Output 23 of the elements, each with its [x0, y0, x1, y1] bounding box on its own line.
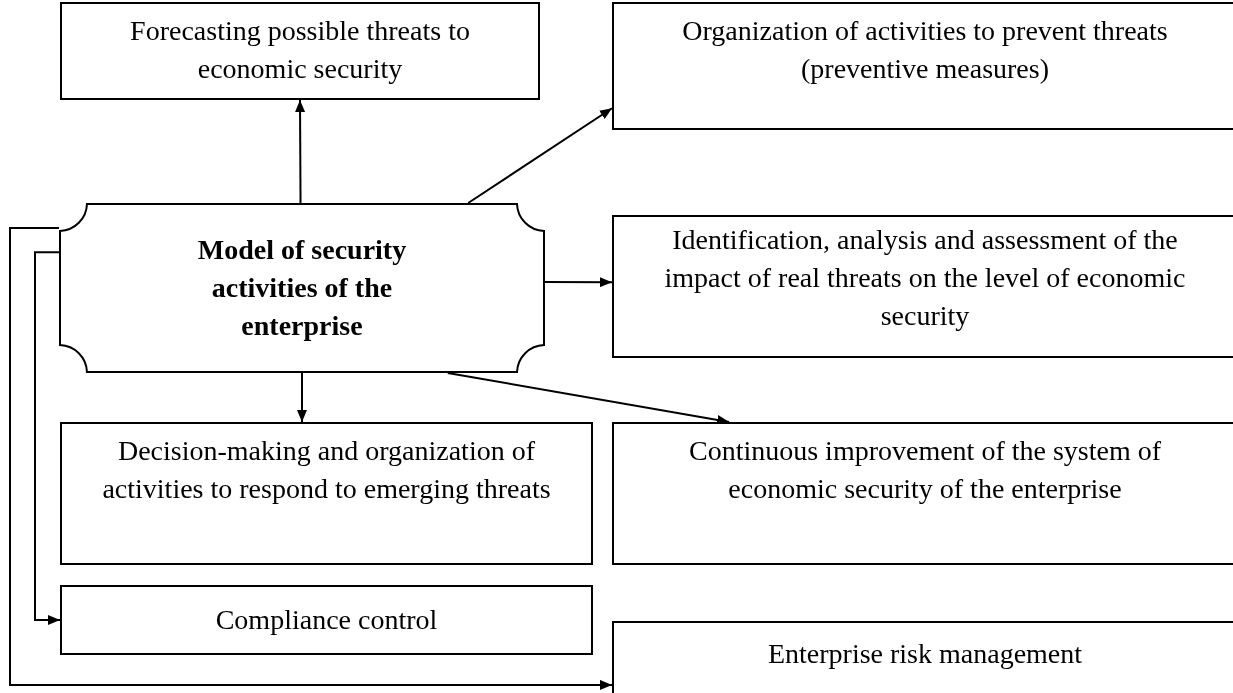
- node-text: Decision-making and organization of activities to respond to emerging threats: [101, 434, 552, 506]
- node-text: Continuous improvement of the system of economic security of the enterprise: [687, 434, 1163, 506]
- arrow: [9, 227, 613, 690]
- process-box: [612, 621, 1233, 693]
- arrow: [544, 277, 613, 288]
- arrow: [34, 251, 61, 625]
- process-box: [612, 215, 1233, 358]
- arrow: [467, 107, 613, 204]
- process-box: [60, 422, 593, 565]
- arrow: [295, 99, 306, 204]
- node-text: Organization of activities to prevent threats (preventive measures): [681, 14, 1169, 86]
- process-box: [612, 2, 1233, 130]
- node-text: Enterprise risk management: [766, 637, 1084, 671]
- process-box: [60, 2, 540, 100]
- node-text: Forecasting possible threats to economic security: [129, 14, 471, 86]
- process-box: [60, 585, 593, 655]
- plaque-shape: [59, 203, 545, 373]
- node-text: Identification, analysis and assessment of the impact of real threats on the level of economic security: [663, 223, 1187, 333]
- arrow: [446, 372, 731, 425]
- node-text: Compliance control: [214, 603, 439, 637]
- arrow: [297, 372, 307, 423]
- process-box: [612, 422, 1233, 565]
- node-text: Model of security activities of the enterprise: [196, 233, 408, 343]
